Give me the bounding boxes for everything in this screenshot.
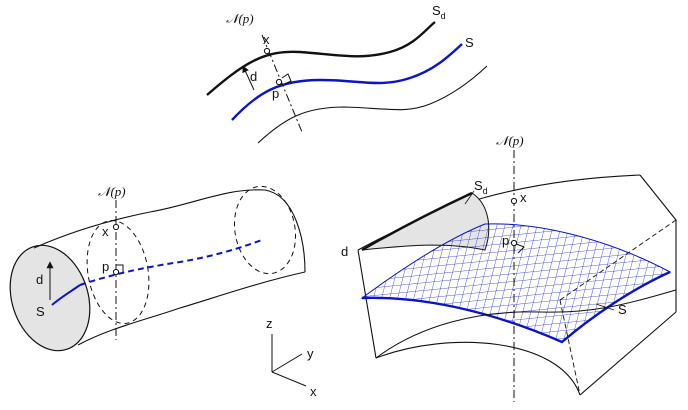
inner-offset-curve bbox=[257, 65, 488, 144]
axis-y-line bbox=[271, 353, 303, 373]
point-x-curve bbox=[263, 47, 271, 55]
sd-label-surface: Sd bbox=[474, 178, 488, 196]
right-angle-mark bbox=[281, 73, 292, 85]
d-label-curve: d bbox=[250, 69, 257, 84]
tube-silhouette bbox=[33, 189, 306, 346]
p-label-surface: p bbox=[502, 233, 509, 248]
x-label-tube: x bbox=[102, 224, 109, 239]
axis-triad: z y x bbox=[266, 316, 317, 399]
s-label-surface: S bbox=[618, 302, 627, 317]
offset-curve-sd bbox=[206, 21, 436, 96]
axis-z-label: z bbox=[266, 316, 273, 331]
axis-x-label: x bbox=[310, 384, 317, 399]
point-p-curve bbox=[275, 78, 283, 86]
s-label-tube: S bbox=[36, 304, 45, 319]
tube-spine-hidden bbox=[79, 239, 263, 286]
base-curve-s bbox=[231, 43, 463, 121]
point-x-surface bbox=[510, 197, 518, 205]
curve-panel: 𝒩(p) x p d Sd S bbox=[206, 3, 488, 144]
distance-arrow-curve bbox=[242, 65, 255, 91]
normal-label-tube: 𝒩(p) bbox=[98, 184, 126, 199]
p-label-tube: p bbox=[102, 259, 109, 274]
right-angle-mark-tube bbox=[116, 264, 124, 272]
s-label-curve: S bbox=[465, 35, 474, 50]
point-p-surface bbox=[510, 239, 518, 247]
tube-panel: 𝒩(p) x p d S bbox=[9, 184, 306, 352]
axis-x-line bbox=[271, 371, 307, 387]
x-label-surface: x bbox=[520, 190, 527, 205]
x-label-curve: x bbox=[263, 32, 270, 47]
normal-label-curve: 𝒩(p) bbox=[226, 11, 254, 26]
inner-offset-surface bbox=[375, 289, 677, 359]
right-angle-mark-surface bbox=[513, 242, 525, 254]
offset-surface-edge bbox=[361, 191, 473, 252]
base-surface-front-edge bbox=[361, 270, 671, 344]
d-label-surface: d bbox=[341, 244, 348, 259]
normal-label-surface: 𝒩(p) bbox=[496, 133, 524, 148]
tube-back-ring bbox=[233, 185, 297, 275]
d-label-tube: d bbox=[36, 272, 43, 287]
point-x-tube bbox=[112, 223, 120, 231]
p-label-curve: p bbox=[272, 86, 279, 101]
sd-label-curve: Sd bbox=[432, 3, 446, 21]
sd-leader bbox=[464, 190, 475, 205]
tube-spine-visible bbox=[51, 284, 81, 306]
point-p-tube bbox=[112, 268, 120, 276]
axis-y-label: y bbox=[307, 346, 314, 361]
surface-panel: 𝒩(p) x p d Sd S bbox=[341, 133, 677, 402]
s-leader bbox=[595, 303, 615, 311]
